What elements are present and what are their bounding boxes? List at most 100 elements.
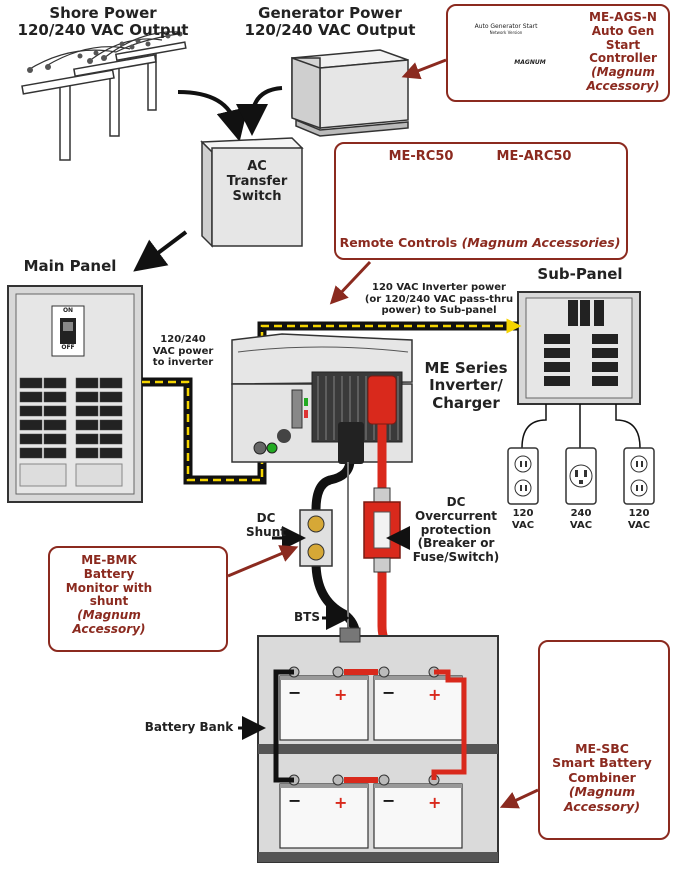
ac-input-label: 120/240 VAC power to inverter bbox=[144, 334, 222, 369]
outlet-3-voltage: 120 bbox=[628, 508, 650, 519]
transfer-switch-icon bbox=[200, 137, 304, 248]
dc-shunt-line1: DC bbox=[256, 511, 276, 525]
outlet-3-unit: VAC bbox=[627, 519, 651, 531]
dc-shunt-icon bbox=[299, 509, 333, 567]
svg-text:+: + bbox=[428, 685, 441, 704]
remotes-pointer-arrow bbox=[329, 260, 372, 305]
outlet-120-left-icon bbox=[507, 447, 539, 505]
ags-device-brand: MAGNUM bbox=[514, 59, 546, 66]
inverter-line1: ME Series bbox=[424, 359, 508, 377]
main-panel-icon bbox=[7, 285, 143, 503]
ags-device-subtitle: Network Version bbox=[489, 30, 523, 35]
ags-line6: Accessory) bbox=[586, 78, 660, 93]
main-breaker-on-label: ON bbox=[62, 307, 74, 314]
inverter-line2: Inverter/ bbox=[429, 376, 503, 395]
dc-ocp-line5: Fuse/Switch) bbox=[412, 550, 500, 565]
transfer-switch-label: AC Transfer Switch bbox=[212, 159, 302, 205]
inverter-label: ME Series Inverter/ Charger bbox=[420, 359, 512, 412]
sbc-callout bbox=[538, 640, 670, 840]
ags-line4: Controller bbox=[589, 51, 657, 66]
ags-label: ME-AGS-N Auto Gen Start Controller (Magn… bbox=[580, 10, 666, 94]
ags-line3: Start bbox=[605, 37, 641, 52]
bmk-callout bbox=[48, 546, 228, 652]
bmk-line3: Monitor with bbox=[65, 580, 153, 595]
battery-terminal-marks: − + − + − + − + bbox=[288, 683, 441, 812]
sbc-line3: Combiner bbox=[568, 769, 636, 785]
bmk-line4: shunt bbox=[89, 594, 129, 609]
sbc-pointer-arrow bbox=[499, 788, 539, 809]
svg-text:+: + bbox=[334, 793, 347, 812]
ags-line5: (Magnum bbox=[591, 65, 655, 80]
generator-to-switch-arrow bbox=[236, 86, 283, 136]
svg-text:−: − bbox=[382, 791, 395, 810]
transfer-switch-line1: AC bbox=[247, 159, 267, 174]
transfer-switch-line3: Switch bbox=[232, 188, 282, 204]
generator-power-label: Generator Power 120/240 VAC Output bbox=[232, 4, 428, 40]
sbc-model: ME-SBC bbox=[575, 741, 629, 756]
bmk-pointer-arrow bbox=[227, 545, 299, 578]
svg-text:−: − bbox=[288, 683, 301, 702]
utility-poles-icon bbox=[21, 31, 187, 161]
arc50-label: ME-ARC50 bbox=[496, 149, 572, 164]
dc-shunt-line2: Shunt bbox=[245, 524, 286, 539]
bts-label: BTS bbox=[294, 610, 320, 624]
ags-callout bbox=[446, 4, 670, 102]
dc-breaker-icon bbox=[363, 487, 401, 573]
generator-power-output: 120/240 VAC Output bbox=[244, 21, 416, 40]
switch-to-panel-arrow bbox=[133, 230, 188, 272]
sub-feed-label: 120 VAC Inverter power (or 120/240 VAC p… bbox=[354, 282, 524, 317]
outlet-2-voltage: 240 bbox=[570, 508, 592, 519]
svg-text:−: − bbox=[382, 683, 395, 702]
dc-ocp-line4: (Breaker or bbox=[417, 536, 495, 551]
outlet-1-unit: VAC bbox=[511, 519, 535, 531]
sbc-label: ME-SBC Smart Battery Combiner (Magnum Ac… bbox=[540, 741, 664, 814]
remotes-caption-italic: (Magnum Accessories) bbox=[461, 235, 621, 250]
svg-text:−: − bbox=[288, 791, 301, 810]
ac-input-wire bbox=[142, 377, 270, 485]
ags-pointer-arrow bbox=[401, 58, 447, 80]
outlet-120-right-icon bbox=[623, 447, 655, 505]
shore-power-title: Shore Power bbox=[49, 4, 157, 22]
sbc-line5: Accessory) bbox=[563, 798, 641, 814]
outlet-240-icon bbox=[565, 447, 597, 505]
generator-icon bbox=[291, 49, 409, 137]
generator-power-title: Generator Power bbox=[258, 4, 402, 22]
sub-feed-line3: power) to Sub-panel bbox=[381, 305, 497, 316]
ags-device-title: Auto Generator Start bbox=[474, 23, 538, 30]
battery-bank-label: Battery Bank bbox=[144, 720, 234, 734]
svg-text:+: + bbox=[334, 685, 347, 704]
ac-input-line1: 120/240 bbox=[160, 334, 206, 345]
bmk-label: ME-BMK Battery Monitor with shunt (Magnu… bbox=[56, 553, 162, 637]
remotes-caption: Remote Controls (Magnum Accessories) bbox=[336, 235, 624, 250]
ags-model: ME-AGS-N bbox=[589, 10, 657, 24]
outlet-label-3: 120 VAC bbox=[622, 508, 656, 531]
dc-ocp-label: DC Overcurrent protection (Breaker or Fu… bbox=[404, 495, 508, 565]
svg-text:+: + bbox=[428, 793, 441, 812]
sub-panel-icon bbox=[517, 291, 641, 405]
shore-to-switch-arrow bbox=[177, 90, 248, 142]
outlet-label-2: 240 VAC bbox=[564, 508, 598, 531]
sbc-line4: (Magnum bbox=[568, 784, 636, 800]
outlet-label-1: 120 VAC bbox=[506, 508, 540, 531]
inverter-charger-icon bbox=[231, 333, 413, 463]
main-breaker-off-label: OFF bbox=[61, 344, 75, 351]
dc-shunt-label: DC Shunt bbox=[238, 511, 294, 540]
inverter-line3: Charger bbox=[432, 393, 500, 412]
rc50-label: ME-RC50 bbox=[388, 149, 454, 164]
transfer-switch-line2: Transfer bbox=[226, 173, 288, 189]
remotes-callout bbox=[334, 142, 628, 260]
ac-input-line2: VAC power bbox=[152, 345, 214, 357]
ags-line2: Auto Gen bbox=[591, 23, 655, 38]
main-panel-title: Main Panel bbox=[23, 257, 117, 275]
outlet-1-voltage: 120 bbox=[512, 508, 534, 519]
battery-bank-icon: − + − + − + − + bbox=[257, 627, 499, 863]
remotes-caption-main: Remote Controls bbox=[339, 235, 462, 250]
shore-power-output: 120/240 VAC Output bbox=[17, 21, 189, 40]
sub-feed-line1: 120 VAC Inverter power bbox=[371, 282, 506, 293]
sub-feed-line2: (or 120/240 VAC pass-thru bbox=[364, 293, 514, 305]
ac-input-line3: to inverter bbox=[152, 357, 214, 368]
sub-panel-title: Sub-Panel bbox=[537, 265, 623, 283]
bmk-line5: (Magnum bbox=[77, 608, 141, 623]
bmk-line6: Accessory) bbox=[72, 621, 146, 636]
bmk-model: ME-BMK bbox=[81, 553, 137, 567]
